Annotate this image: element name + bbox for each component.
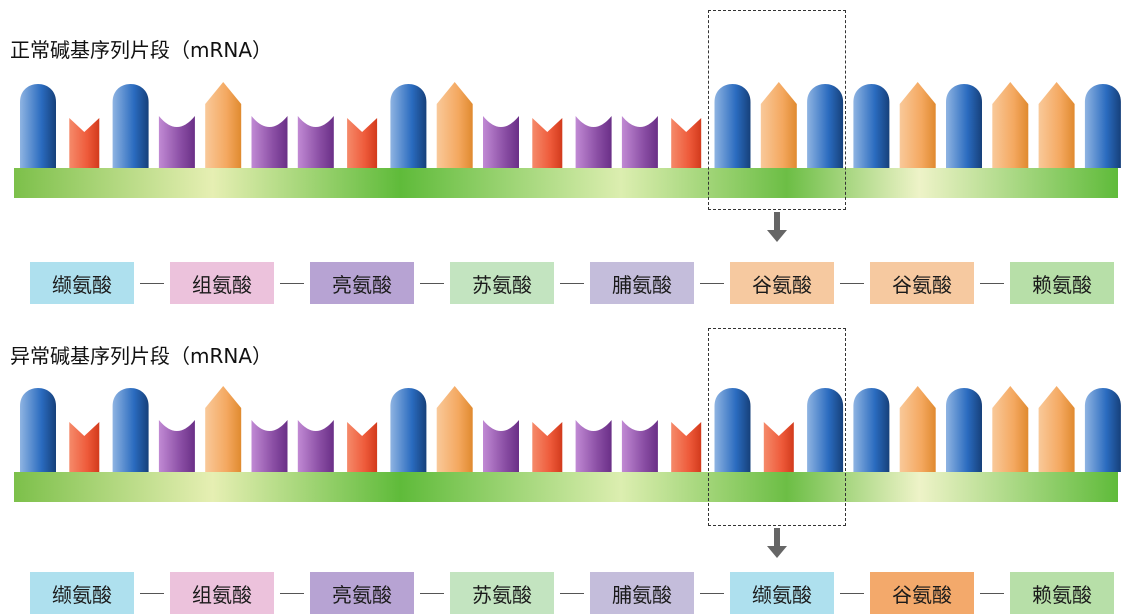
base-u-9	[390, 388, 427, 472]
normal-sequence-title: 正常碱基序列片段（mRNA）	[10, 38, 273, 62]
amino-acid-2: 组氨酸	[170, 572, 274, 614]
base-u-1	[20, 388, 56, 472]
normal-mrna-strand	[14, 82, 1121, 198]
base-c-6	[251, 420, 288, 472]
base-u-9	[390, 84, 427, 168]
mrna-backbone	[14, 472, 1118, 502]
base-u-19	[853, 388, 890, 472]
base-a-20	[899, 82, 936, 168]
peptide-bond-line	[980, 283, 1004, 284]
base-g-17	[763, 422, 794, 472]
amino-acid-6: 谷氨酸	[730, 262, 834, 304]
base-a-10	[436, 386, 473, 472]
base-c-14	[621, 116, 658, 168]
base-u-24	[1084, 84, 1121, 168]
base-a-10	[436, 82, 473, 168]
amino-acid-2: 组氨酸	[170, 262, 274, 304]
base-c-4	[158, 420, 195, 472]
base-u-16	[714, 84, 751, 168]
base-g-8	[347, 422, 378, 472]
normal-amino-acid-chain: 缬氨酸组氨酸亮氨酸苏氨酸脯氨酸谷氨酸谷氨酸赖氨酸	[0, 262, 1130, 304]
abnormal-sequence-title: 异常碱基序列片段（mRNA）	[10, 344, 273, 368]
base-c-6	[251, 116, 288, 168]
peptide-bond-line	[140, 283, 164, 284]
base-g-12	[532, 118, 563, 168]
base-g-2	[69, 422, 100, 472]
base-c-7	[297, 116, 334, 168]
peptide-bond-line	[280, 593, 304, 594]
base-a-22	[992, 82, 1029, 168]
peptide-bond-line	[420, 593, 444, 594]
base-g-2	[69, 118, 100, 168]
abnormal-mrna-strand	[14, 386, 1121, 502]
base-u-19	[853, 84, 890, 168]
base-a-20	[899, 386, 936, 472]
peptide-bond-line	[700, 593, 724, 594]
peptide-bond-line	[700, 283, 724, 284]
base-g-15	[671, 118, 702, 168]
amino-acid-3: 亮氨酸	[310, 572, 414, 614]
base-g-12	[532, 422, 563, 472]
base-a-5	[205, 386, 242, 472]
amino-acid-4: 苏氨酸	[450, 262, 554, 304]
codon-highlight-frame	[708, 10, 846, 210]
peptide-bond-line	[840, 283, 864, 284]
base-u-16	[714, 388, 751, 472]
amino-acid-7: 谷氨酸	[870, 572, 974, 614]
base-c-14	[621, 420, 658, 472]
amino-acid-5: 脯氨酸	[590, 262, 694, 304]
peptide-bond-line	[980, 593, 1004, 594]
base-u-18	[807, 388, 844, 472]
base-u-21	[946, 84, 982, 168]
base-a-23	[1038, 82, 1075, 168]
base-c-11	[483, 116, 519, 168]
base-c-13	[575, 420, 612, 472]
base-c-7	[297, 420, 334, 472]
base-c-11	[483, 420, 519, 472]
abnormal-amino-acid-chain: 缬氨酸组氨酸亮氨酸苏氨酸脯氨酸缬氨酸谷氨酸赖氨酸	[0, 572, 1130, 614]
base-u-3	[112, 388, 149, 472]
base-a-17	[760, 82, 797, 168]
base-a-5	[205, 82, 242, 168]
amino-acid-1: 缬氨酸	[30, 262, 134, 304]
base-a-22	[992, 386, 1029, 472]
amino-acid-3: 亮氨酸	[310, 262, 414, 304]
amino-acid-4: 苏氨酸	[450, 572, 554, 614]
amino-acid-8: 赖氨酸	[1010, 262, 1114, 304]
peptide-bond-line	[140, 593, 164, 594]
amino-acid-7: 谷氨酸	[870, 262, 974, 304]
amino-acid-8: 赖氨酸	[1010, 572, 1114, 614]
base-a-23	[1038, 386, 1075, 472]
base-u-3	[112, 84, 149, 168]
down-arrow-icon	[767, 528, 787, 560]
peptide-bond-line	[560, 283, 584, 284]
base-c-4	[158, 116, 195, 168]
base-u-24	[1084, 388, 1121, 472]
base-c-13	[575, 116, 612, 168]
base-u-21	[946, 388, 982, 472]
peptide-bond-line	[840, 593, 864, 594]
base-u-18	[807, 84, 844, 168]
amino-acid-6: 缬氨酸	[730, 572, 834, 614]
base-u-1	[20, 84, 56, 168]
codon-highlight-frame	[708, 328, 846, 526]
base-g-15	[671, 422, 702, 472]
peptide-bond-line	[420, 283, 444, 284]
down-arrow-icon	[767, 212, 787, 244]
base-g-8	[347, 118, 378, 168]
amino-acid-5: 脯氨酸	[590, 572, 694, 614]
peptide-bond-line	[560, 593, 584, 594]
mrna-backbone	[14, 168, 1118, 198]
amino-acid-1: 缬氨酸	[30, 572, 134, 614]
peptide-bond-line	[280, 283, 304, 284]
